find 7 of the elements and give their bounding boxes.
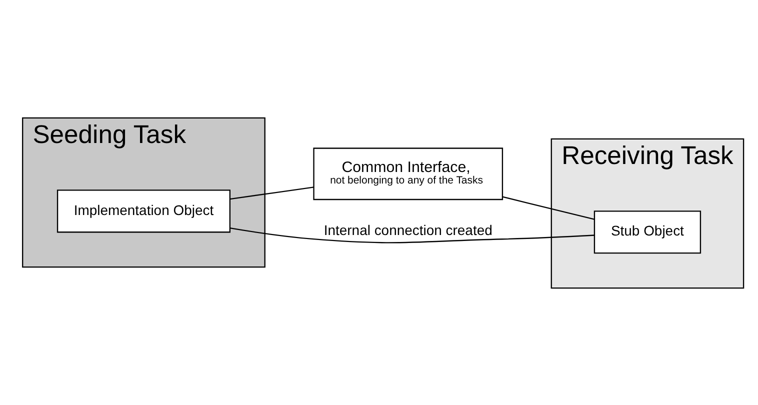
connector: [502, 196, 595, 220]
connector: [230, 226, 594, 243]
node-box: Stub Object: [594, 210, 702, 254]
node-box: Implementation Object: [56, 189, 230, 232]
connector: [230, 186, 314, 200]
edge-label: Internal connection created: [324, 222, 492, 238]
node-box: Common Interface, not belonging to any of the Tasks: [313, 147, 504, 200]
